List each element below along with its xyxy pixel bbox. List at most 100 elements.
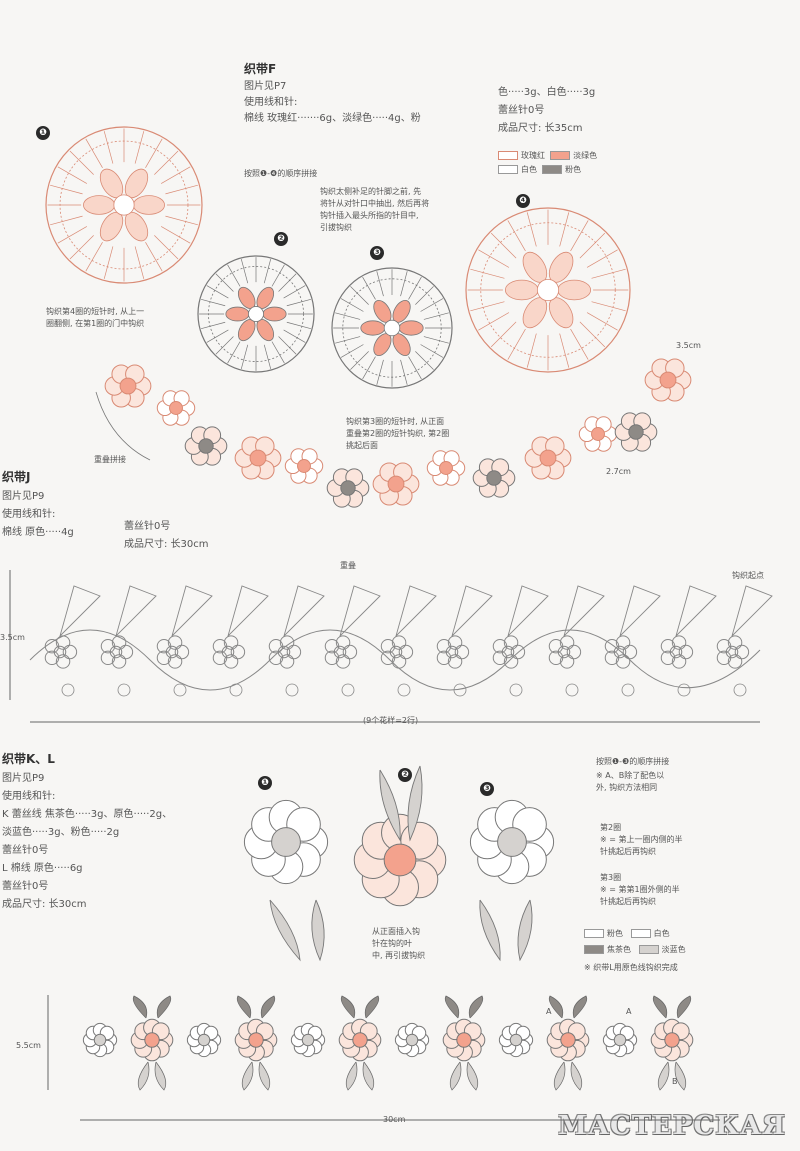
ribbon-kl-leaf <box>132 995 148 1019</box>
ribbon-j-base-line <box>29 629 761 691</box>
ribbon-j-picot <box>229 683 243 697</box>
ribbon-j-picot <box>565 683 579 697</box>
ribbon-kl-lower-leaf <box>362 1061 375 1091</box>
motif-stitch <box>400 359 408 385</box>
kl-round3-note-2: 针挑起后再钩织 <box>600 897 656 906</box>
ribbon-j-spike <box>227 585 269 638</box>
ribbon-kl-lower-leaf <box>449 1061 462 1091</box>
motif-stitch <box>154 235 179 260</box>
motif-number-2-kl: ❷ <box>398 768 412 782</box>
motif-stitch <box>376 271 384 297</box>
flower-center <box>197 1033 211 1047</box>
motif-number-1-f: ❶ <box>36 126 50 140</box>
flower-center <box>725 645 739 659</box>
motif-stitch <box>57 166 88 184</box>
ribbon-kl-flower <box>602 1022 638 1058</box>
motif-stitch <box>423 312 449 320</box>
ribbon-kl-flower <box>442 1018 486 1062</box>
section-f-size: 成品尺寸: 长35cm <box>498 123 583 134</box>
ribbon-kl-flower <box>338 1018 382 1062</box>
flower-center <box>248 1032 264 1048</box>
motif-stitch <box>57 226 88 244</box>
overlap-leader-line <box>95 391 151 461</box>
motif-stitch <box>470 301 505 312</box>
motif-stitch <box>134 246 145 279</box>
section-kl-size: 成品尺寸: 长30cm <box>2 899 87 910</box>
flower-petal <box>622 644 638 660</box>
ribbon-j-picot <box>341 683 355 697</box>
ribbon-kl-leaf <box>236 995 252 1019</box>
motif-stitch <box>335 336 361 344</box>
ribbon-kl-lower-leaf <box>137 1061 150 1091</box>
ribbon-kl-lower-leaf <box>570 1061 583 1091</box>
motif-stitch <box>103 131 114 164</box>
motif-stitch <box>340 298 364 312</box>
motif-stitch <box>50 215 83 226</box>
flower-center <box>389 645 403 659</box>
section-kl-ref: 图片见P9 <box>2 773 45 784</box>
section-j-start: 钩织起点 <box>732 571 764 580</box>
ribbon-kl-lower-leaf <box>258 1061 271 1091</box>
motif-stitch <box>420 298 444 312</box>
flower-petal <box>671 635 687 650</box>
ribbon-j-loop <box>436 635 470 669</box>
motif-inner-petal <box>360 320 386 336</box>
flower-petal <box>678 644 694 660</box>
flower-center <box>613 645 627 659</box>
ribbon-kl-flower <box>130 1018 174 1062</box>
motif-center-ring <box>383 319 401 337</box>
flower-petal <box>55 654 71 669</box>
motif-stitch <box>278 273 297 292</box>
motif-outer-ring <box>197 255 315 373</box>
motif-stitch <box>201 321 226 330</box>
ribbon-f-flower <box>644 358 692 402</box>
motif-number-3-f: ❸ <box>370 246 384 260</box>
motif-stitch <box>470 268 505 279</box>
ribbon-j-picot <box>621 683 635 697</box>
ribbon-j-loop <box>324 635 358 669</box>
ribbon-f-diagram <box>45 126 692 508</box>
flower-center <box>165 645 179 659</box>
motif-stitch <box>227 341 241 364</box>
motif-stitch <box>215 336 234 355</box>
motif-stitch <box>478 249 510 268</box>
ribbon-j-loop <box>660 635 694 669</box>
motif-outer-ring <box>331 267 453 389</box>
ribbon-kl-lower-leaf <box>674 1061 687 1091</box>
motif-stitch <box>526 212 537 247</box>
ribbon-f-flower <box>104 364 152 408</box>
section-j-overlap: 重叠 <box>340 561 356 570</box>
ribbon-kl-flower <box>650 1018 694 1062</box>
motif-stitch <box>278 336 297 355</box>
flower-center <box>628 424 644 440</box>
ribbon-kl-leaf <box>676 995 692 1019</box>
motif-stitch <box>206 285 229 299</box>
ribbon-j-loop <box>156 635 190 669</box>
note-bottom-f-1: 钩织第3圈的短针时, 从正面 <box>346 417 445 426</box>
motif-stitch <box>85 138 103 169</box>
motif-stitch <box>490 321 517 348</box>
motif-outer-ring <box>45 126 203 284</box>
ribbon-j-spike <box>59 585 101 638</box>
leaf-shape <box>269 899 301 962</box>
flower-center <box>405 1033 419 1047</box>
motif-inner-petal <box>557 279 592 301</box>
flower-center <box>109 645 123 659</box>
join-note-f-2: 将针从对针口中抽出, 然后再将 <box>320 199 430 208</box>
motif-stitch <box>103 246 114 279</box>
motif-stitch <box>145 138 163 169</box>
flower-center <box>383 843 417 877</box>
motif-stitch <box>263 344 272 369</box>
motif-3-kl <box>469 799 555 885</box>
flower-center <box>659 371 677 389</box>
motif-inner-petal <box>225 306 250 322</box>
motif-inner-petal <box>504 279 539 301</box>
join-note-f-4: 引拔钩织 <box>320 223 352 232</box>
legend-f-row2: 白色 粉色 <box>498 164 581 175</box>
ribbon-f-flower <box>426 450 466 486</box>
flower-petal <box>454 644 470 660</box>
flower-petal <box>398 644 414 660</box>
dim-a-f: 3.5cm <box>676 341 701 350</box>
flower-petal <box>342 644 358 660</box>
ribbon-kl-leaf <box>652 995 668 1019</box>
